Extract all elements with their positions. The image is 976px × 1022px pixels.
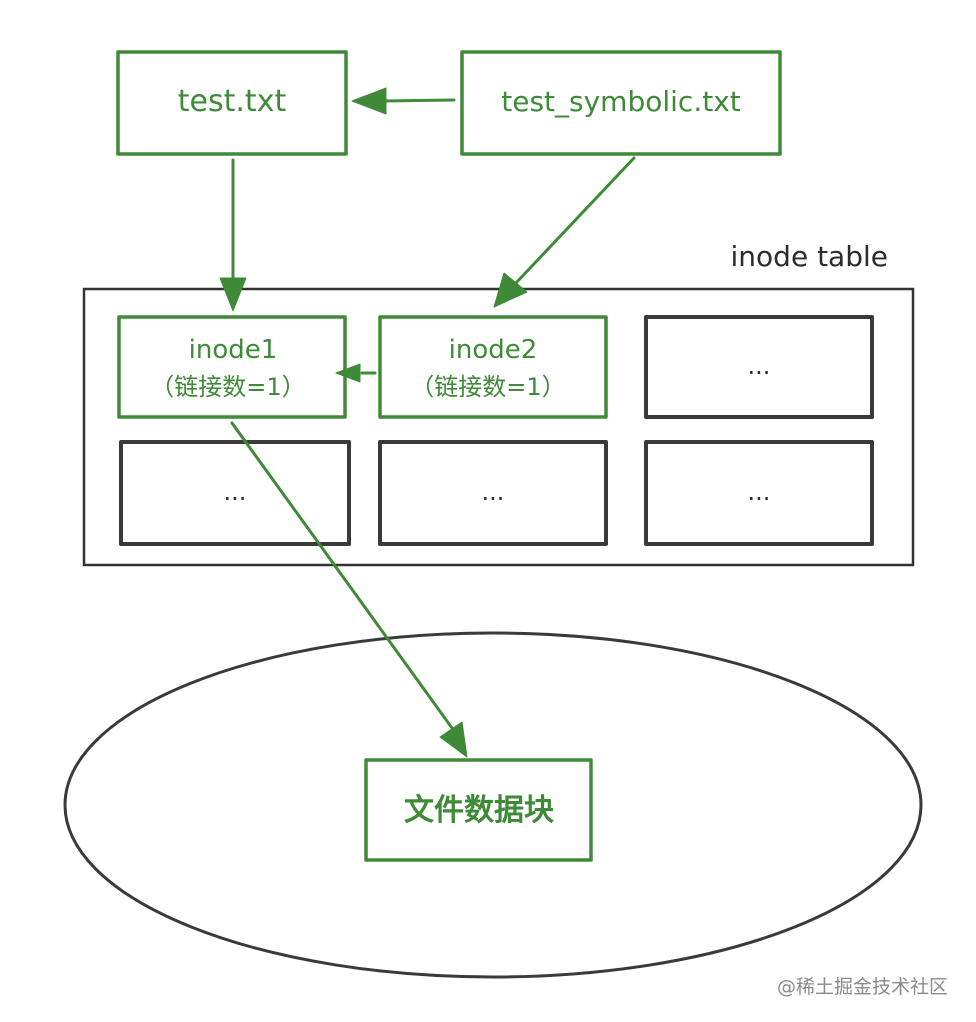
inode-placeholder-cell-3: ... [378,440,608,546]
data-block-label: 文件数据块 [404,793,554,828]
inode2-node: inode2 （链接数=1） [378,315,608,419]
symlink-arrow [351,87,456,115]
inode-link-arrow [335,363,377,383]
data-block-box [364,758,593,862]
inode-link-arrow-head [335,363,361,383]
inode-placeholder-cell-4: ... [644,440,874,546]
inode-placeholder-label-1: ... [748,352,771,380]
inode1-links-label: （链接数=1） [150,373,305,401]
file-test-txt-node: test.txt [116,50,348,156]
inode-placeholder-box-4 [644,440,874,546]
symbolic-inode-arrow-line [513,156,636,286]
data-block-region [63,631,923,979]
watermark-text: @稀土掘金技术社区 [777,976,948,998]
inode-placeholder-label-3: ... [482,478,505,506]
inode1-node: inode1 （链接数=1） [117,315,347,419]
data-block-arrow-head [439,721,468,758]
inode2-links-label: （链接数=1） [410,373,565,401]
data-block-arrow [230,421,468,758]
symlink-arrow-head [351,87,387,115]
inode-table-label: inode table [731,240,888,273]
inode-table-frame [82,287,915,567]
inode1-label: inode1 [189,335,278,365]
inode2-box [378,315,608,419]
inode2-label: inode2 [449,335,538,365]
inode-placeholder-box-2 [119,440,351,546]
hardlink-arrow [219,158,247,312]
inode-placeholder-label-4: ... [748,478,771,506]
inode-placeholder-box-1 [644,315,874,419]
inode-placeholder-cell-2: ... [119,440,351,546]
inode-placeholder-box-3 [378,440,608,546]
symlink-arrow-line [380,98,456,103]
data-block-arrow-line [230,421,454,730]
hardlink-arrow-head [219,277,247,312]
file-test-txt-box [116,50,348,156]
symbolic-inode-arrow [493,156,636,308]
inode1-box [117,315,347,419]
data-block-node: 文件数据块 [364,758,593,862]
file-test-symbolic-box [460,50,782,156]
symbolic-inode-arrow-head [493,272,528,308]
file-test-txt-label: test.txt [178,84,287,119]
inode-placeholder-cell-1: ... [644,315,874,419]
file-test-symbolic-node: test_symbolic.txt [460,50,782,156]
file-test-symbolic-label: test_symbolic.txt [501,85,741,118]
inode-placeholder-label-2: ... [224,478,247,506]
